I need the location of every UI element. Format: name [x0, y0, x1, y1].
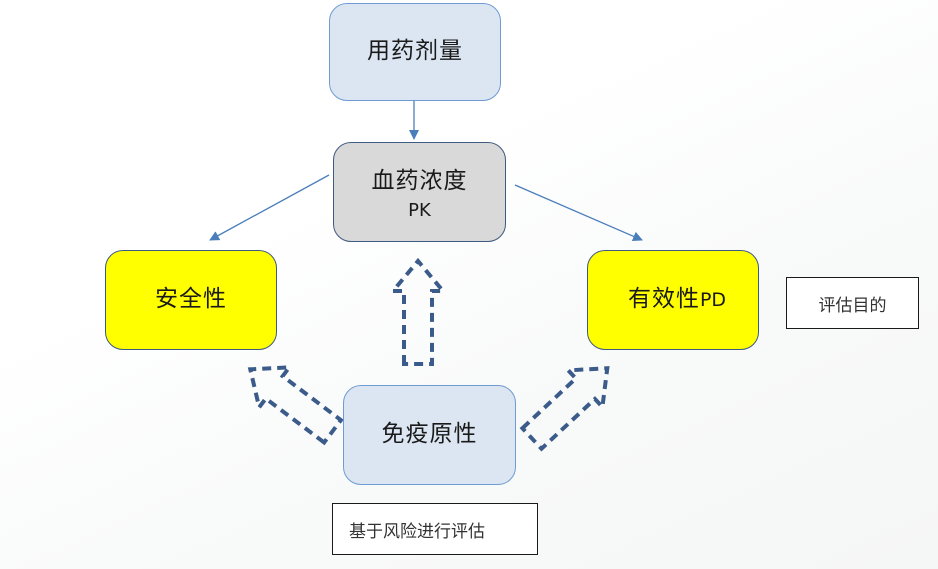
node-immunogenicity: 免疫原性 [343, 385, 516, 485]
node-blood-concentration-pk: 血药浓度 PK [333, 142, 506, 242]
node-safety-label: 安全性 [155, 286, 227, 313]
connector-pk-to-efficacy [514, 184, 643, 242]
block-arrow-immuno-to-safety [247, 365, 344, 446]
node-dose-label: 用药剂量 [367, 38, 463, 65]
node-efficacy-suffix: PD [699, 289, 727, 312]
note-purpose-text: 评估目的 [818, 295, 887, 316]
connector-pk-to-safety [209, 174, 330, 241]
node-immunogenicity-label: 免疫原性 [381, 421, 478, 448]
node-pk-label: 血药浓度 [371, 167, 468, 194]
block-arrow-immuno-to-pk [388, 257, 448, 366]
node-efficacy-row: 有效性 PD [620, 286, 727, 313]
note-risk-based-evaluation: 基于风险进行评估 [332, 503, 538, 555]
note-risk-text: 基于风险进行评估 [349, 521, 485, 542]
node-safety: 安全性 [105, 250, 277, 350]
note-evaluation-purpose: 评估目的 [786, 277, 919, 329]
node-efficacy-label: 有效性 [627, 286, 700, 313]
block-arrow-immuno-to-efficacy [519, 366, 610, 452]
node-efficacy-pd: 有效性 PD [587, 250, 759, 350]
node-dose: 用药剂量 [329, 3, 501, 101]
node-pk-sublabel: PK [408, 200, 431, 222]
